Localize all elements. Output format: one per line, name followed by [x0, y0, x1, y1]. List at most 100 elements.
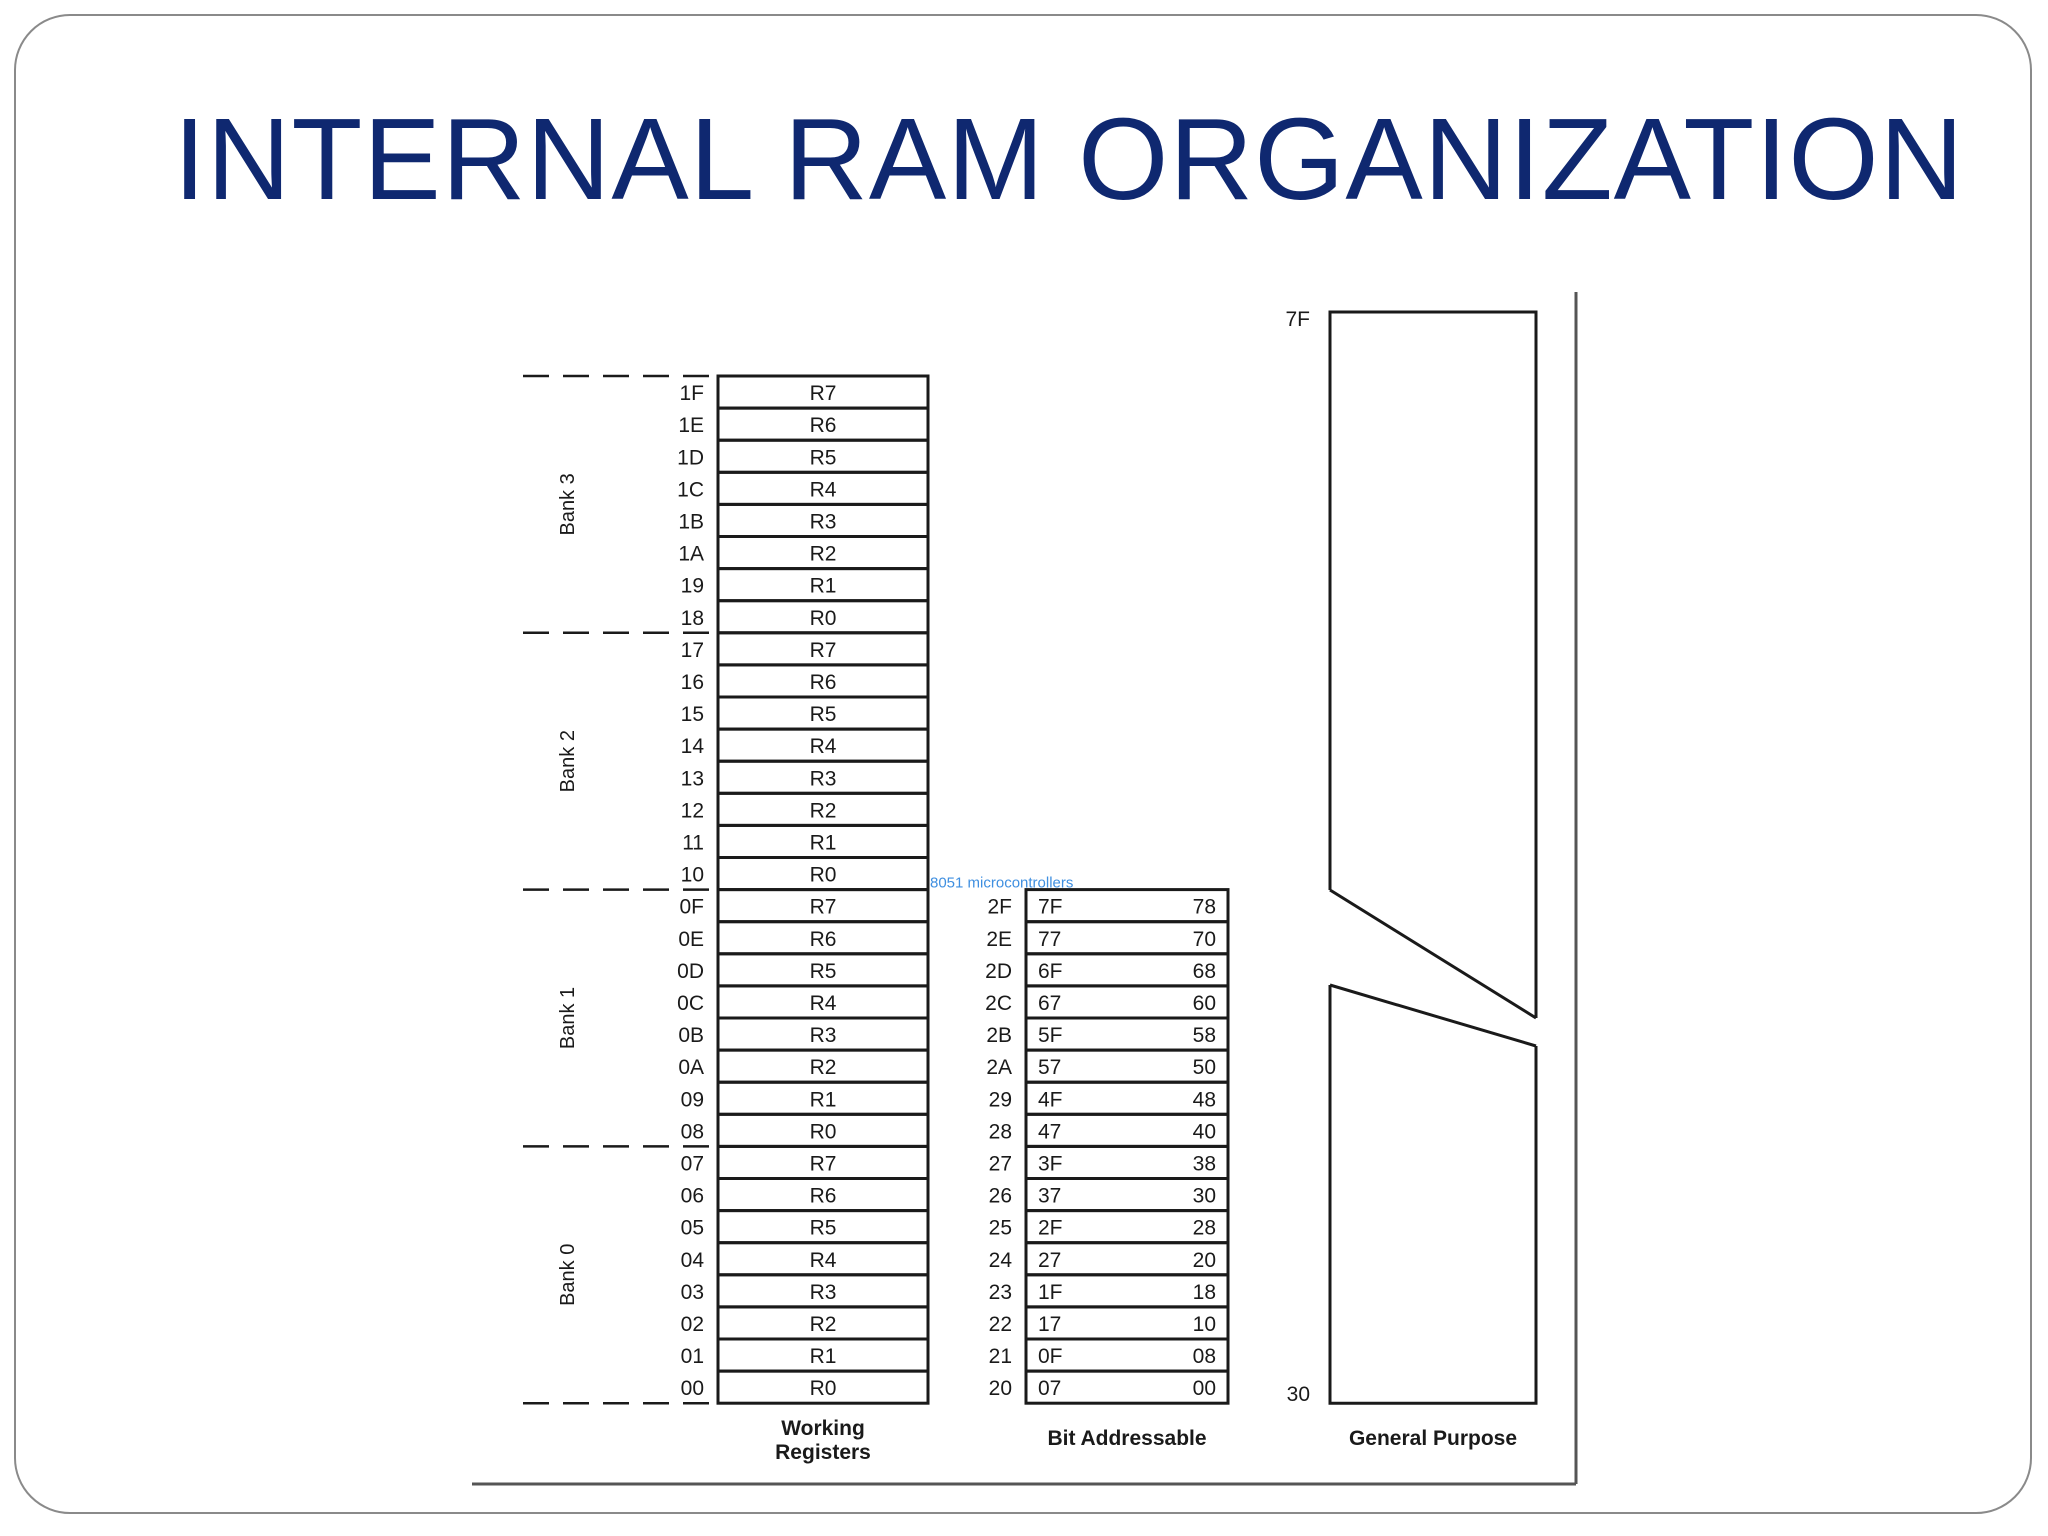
- register-address: 06: [681, 1185, 704, 1208]
- register-address: 09: [681, 1088, 704, 1111]
- bit-low-label: 00: [1193, 1377, 1216, 1400]
- register-label: R6: [810, 414, 837, 437]
- general-purpose-bottom-address: 30: [1287, 1383, 1310, 1406]
- register-label: R3: [810, 767, 837, 790]
- ram-diagram: R71FR61ER51DR41CR31BR21AR119R018R717R616…: [472, 292, 1578, 1486]
- register-address: 1A: [678, 543, 704, 566]
- bit-low-label: 58: [1193, 1024, 1216, 1047]
- bit-high-label: 37: [1038, 1185, 1061, 1208]
- register-address: 00: [681, 1377, 704, 1400]
- general-purpose-caption: General Purpose: [1349, 1427, 1517, 1450]
- bit-byte-address: 23: [989, 1281, 1012, 1304]
- register-address: 0F: [679, 896, 704, 919]
- register-address: 04: [681, 1249, 705, 1272]
- bit-low-label: 68: [1193, 960, 1216, 983]
- bit-byte-address: 2E: [986, 928, 1012, 951]
- bit-addressable-caption: Bit Addressable: [1047, 1427, 1206, 1450]
- bit-high-label: 1F: [1038, 1281, 1063, 1304]
- register-label: R0: [810, 1120, 837, 1143]
- bit-low-label: 30: [1193, 1185, 1216, 1208]
- bit-byte-address: 2C: [985, 992, 1012, 1015]
- register-address: 0B: [678, 1024, 704, 1047]
- register-label: R5: [810, 1217, 837, 1240]
- register-label: R1: [810, 832, 837, 855]
- bit-low-label: 08: [1193, 1345, 1216, 1368]
- general-purpose-upper-outline: [1328, 310, 1538, 1018]
- bit-high-label: 2F: [1038, 1217, 1063, 1240]
- bit-high-label: 67: [1038, 992, 1061, 1015]
- bit-byte-address: 26: [989, 1185, 1012, 1208]
- bit-byte-address: 2D: [985, 960, 1012, 983]
- bit-high-label: 47: [1038, 1120, 1061, 1143]
- register-address: 0A: [678, 1056, 704, 1079]
- general-purpose-top-address: 7F: [1285, 308, 1310, 331]
- register-label: R4: [810, 992, 837, 1015]
- bit-low-label: 18: [1193, 1281, 1216, 1304]
- register-label: R4: [810, 478, 837, 501]
- register-label: R2: [810, 1056, 837, 1079]
- register-address: 1B: [678, 511, 704, 534]
- bit-high-label: 0F: [1038, 1345, 1063, 1368]
- register-address: 0E: [678, 928, 704, 951]
- bank-label: Bank 3: [557, 473, 579, 535]
- bit-low-label: 40: [1193, 1120, 1216, 1143]
- bit-low-label: 20: [1193, 1249, 1216, 1272]
- watermark-text: 8051 microcontrollers: [930, 875, 1073, 892]
- register-address: 1D: [677, 446, 704, 469]
- bit-byte-address: 25: [989, 1217, 1012, 1240]
- general-purpose-lower-outline: [1328, 985, 1538, 1405]
- bit-high-label: 7F: [1038, 896, 1063, 919]
- bit-byte-address: 22: [989, 1313, 1012, 1336]
- bit-byte-address: 28: [989, 1120, 1012, 1143]
- register-label: R7: [810, 639, 837, 662]
- register-label: R3: [810, 511, 837, 534]
- bit-byte-address: 2F: [987, 896, 1012, 919]
- bit-low-label: 48: [1193, 1088, 1216, 1111]
- bit-high-label: 57: [1038, 1056, 1061, 1079]
- working-registers-caption: Working: [781, 1417, 865, 1440]
- register-address: 1F: [679, 382, 704, 405]
- register-address: 05: [681, 1217, 704, 1240]
- working-registers-caption-line2: Registers: [775, 1441, 871, 1464]
- slide-title: INTERNAL RAM ORGANIZATION: [173, 94, 1965, 224]
- bank-label: Bank 0: [557, 1244, 579, 1306]
- register-address: 0D: [677, 960, 704, 983]
- register-address: 12: [681, 799, 704, 822]
- general-purpose-break-top: [1329, 888, 1537, 1020]
- register-label: R1: [810, 575, 837, 598]
- register-address: 1C: [677, 478, 704, 501]
- register-cell: [716, 1369, 930, 1405]
- bit-high-label: 4F: [1038, 1088, 1063, 1111]
- bit-byte-address: 2A: [986, 1056, 1012, 1079]
- bit-low-label: 50: [1193, 1056, 1216, 1079]
- register-label: R7: [810, 1153, 837, 1176]
- bit-low-label: 10: [1193, 1313, 1216, 1336]
- bit-low-label: 78: [1193, 896, 1216, 919]
- bit-low-label: 28: [1193, 1217, 1216, 1240]
- bit-byte-address: 27: [989, 1153, 1012, 1176]
- register-label: R3: [810, 1281, 837, 1304]
- bit-high-label: 17: [1038, 1313, 1061, 1336]
- register-label: R5: [810, 703, 837, 726]
- register-label: R0: [810, 607, 837, 630]
- register-address: 07: [681, 1153, 704, 1176]
- register-address: 1E: [678, 414, 704, 437]
- bit-byte-address: 21: [989, 1345, 1012, 1368]
- register-label: R7: [810, 896, 837, 919]
- register-address: 0C: [677, 992, 704, 1015]
- bit-byte-address: 20: [989, 1377, 1012, 1400]
- register-address: 01: [681, 1345, 704, 1368]
- bit-high-label: 6F: [1038, 960, 1063, 983]
- register-label: R0: [810, 864, 837, 887]
- register-label: R5: [810, 446, 837, 469]
- bit-high-label: 3F: [1038, 1153, 1063, 1176]
- bit-high-label: 5F: [1038, 1024, 1063, 1047]
- register-address: 11: [682, 832, 704, 855]
- bit-high-label: 77: [1038, 928, 1061, 951]
- general-purpose-break-bottom: [1329, 983, 1537, 1048]
- register-address: 02: [681, 1313, 704, 1336]
- register-address: 10: [681, 864, 704, 887]
- register-label: R6: [810, 928, 837, 951]
- register-label: R4: [810, 1249, 837, 1272]
